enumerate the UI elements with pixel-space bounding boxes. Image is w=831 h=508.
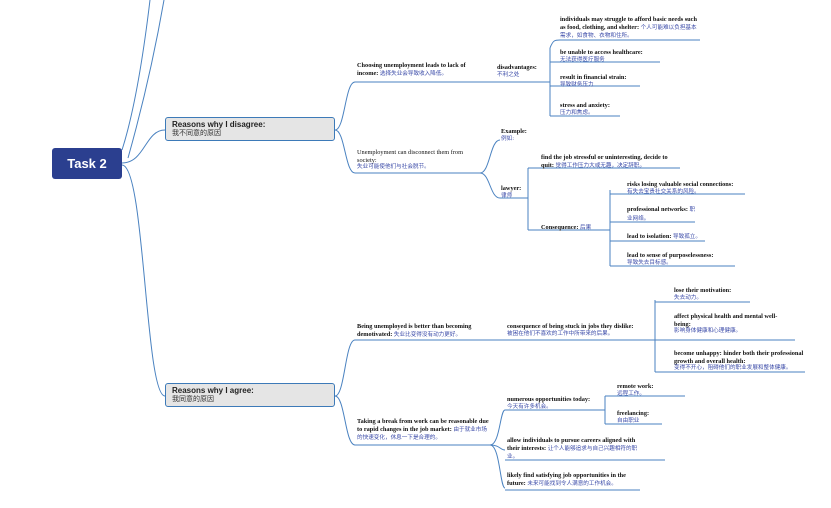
node-demotivated-zh: 失业比变得没有动力更好。 [393, 331, 462, 338]
node-disconnect-en: Unemployment can disconnect them from so… [357, 149, 463, 164]
root-label: Task 2 [67, 156, 107, 171]
node-isolation-zh: 导致孤立。 [673, 234, 701, 240]
node-pursue-careers-zh: 让个人能够追求与自己兴趣相符的职业。 [507, 445, 638, 461]
node-social-connections-zh: 有失去宝贵社交关系的风险。 [627, 188, 700, 195]
node-lack-of-income-en: Choosing unemployment leads to lack of i… [357, 62, 466, 77]
node-opportunities-en: numerous opportunities today: [507, 396, 591, 403]
node-taking-break[interactable]: Taking a break from work can be reasonab… [357, 418, 492, 443]
node-stuck-jobs-en: consequence of being stuck in jobs they … [507, 323, 634, 330]
node-remote-work[interactable]: remote work:远程工作。 [617, 383, 687, 398]
node-lawyer[interactable]: lawyer:律师 [501, 185, 531, 200]
node-healthcare-zh: 无法获得医疗服务 [560, 56, 605, 63]
node-disconnect[interactable]: Unemployment can disconnect them from so… [357, 149, 482, 172]
node-future-jobs-en: likely find satisfying job opportunities… [507, 472, 626, 487]
node-future-jobs[interactable]: likely find satisfying job opportunities… [507, 472, 642, 488]
node-lawyer-en: lawyer: [501, 185, 522, 192]
node-stress-en: stress and anxiety: [560, 102, 610, 109]
node-consequence-en: Consequence: [541, 224, 579, 231]
node-example-zh: 例如: [501, 135, 515, 142]
node-stress[interactable]: stress and anxiety:压力和焦虑。 [560, 102, 630, 117]
node-isolation[interactable]: lead to isolation: 导致孤立。 [627, 233, 712, 242]
node-freelancing[interactable]: freelancing:自由职业 [617, 410, 667, 425]
node-quit[interactable]: find the job stressful or uninteresting,… [541, 154, 681, 170]
branch-disagree[interactable]: Reasons why I disagree: 我不同意的原因 [165, 117, 335, 141]
node-health-zh: 影响身体健康和心理健康。 [674, 328, 742, 335]
node-healthcare[interactable]: be unable to access healthcare:无法获得医疗服务 [560, 49, 670, 64]
node-consequence[interactable]: Consequence: 后果 [541, 224, 611, 233]
node-stuck-jobs-zh: 被困在他们不喜欢的工作中所带来的后果。 [507, 330, 614, 337]
node-remote-work-zh: 远程工作。 [617, 390, 645, 397]
node-taking-break-en: Taking a break from work can be reasonab… [357, 418, 489, 433]
node-future-jobs-zh: 未来可能找到令人满意的工作机会。 [527, 480, 617, 487]
node-health[interactable]: affect physical health and mental well-b… [674, 313, 794, 336]
node-disadvantages[interactable]: disadvantages:不利之处 [497, 64, 547, 79]
node-quit-zh: 觉得工作压力大或无趣，决定辞职。 [555, 162, 646, 169]
node-demotivated-en: Being unemployed is better than becoming… [357, 323, 472, 338]
node-opportunities[interactable]: numerous opportunities today:今天有许多机会。 [507, 396, 607, 411]
node-example[interactable]: Example:例如: [501, 128, 541, 143]
node-consequence-zh: 后果 [580, 225, 592, 231]
node-disconnect-zh: 失业可能使他们与社会脱节。 [357, 164, 430, 171]
node-basic-needs-en: individuals may struggle to afford basic… [560, 16, 697, 31]
node-demotivated[interactable]: Being unemployed is better than becoming… [357, 323, 492, 339]
node-pursue-careers-en: allow individuals to pursue careers alig… [507, 437, 636, 452]
branch-disagree-subtitle: 我不同意的原因 [172, 129, 221, 137]
node-disadvantages-en: disadvantages: [497, 64, 537, 71]
branch-agree-title: Reasons why I agree: [172, 386, 254, 395]
node-social-connections[interactable]: risks losing valuable social connections… [627, 181, 752, 196]
node-unhappy-en: become unhappy: hinder both their profes… [674, 350, 804, 365]
node-example-en: Example: [501, 128, 527, 135]
node-basic-needs-zh: 个人可能难以负担基本需求，如食物、衣物和住所。 [560, 24, 697, 40]
node-quit-en: find the job stressful or uninteresting,… [541, 154, 668, 169]
node-purposelessness-en: lead to sense of purposelessness: [627, 252, 714, 259]
node-taking-break-zh: 由于就业市场的快速变化，休息一下是合理的。 [357, 426, 487, 442]
node-health-en: affect physical health and mental well-b… [674, 313, 778, 328]
node-healthcare-en: be unable to access healthcare: [560, 49, 643, 56]
node-professional-networks-en: professional networks: [627, 206, 688, 213]
node-basic-needs[interactable]: individuals may struggle to afford basic… [560, 16, 702, 41]
node-lose-motivation-zh: 失去动力。 [674, 294, 702, 301]
node-lack-of-income[interactable]: Choosing unemployment leads to lack of i… [357, 62, 472, 78]
node-purposelessness[interactable]: lead to sense of purposelessness:导致失去目标感… [627, 252, 737, 267]
node-lose-motivation-en: lose their motivation: [674, 287, 732, 294]
node-disadvantages-zh: 不利之处 [497, 71, 520, 78]
branch-disagree-title: Reasons why I disagree: [172, 120, 266, 129]
node-freelancing-en: freelancing: [617, 410, 650, 417]
node-social-connections-en: risks losing valuable social connections… [627, 181, 734, 188]
node-stuck-jobs[interactable]: consequence of being stuck in jobs they … [507, 323, 657, 338]
node-unhappy[interactable]: become unhappy: hinder both their profes… [674, 350, 809, 373]
node-professional-networks[interactable]: professional networks: 职业网络。 [627, 206, 697, 223]
node-freelancing-zh: 自由职业 [617, 417, 640, 424]
branch-agree[interactable]: Reasons why I agree: 我同意的原因 [165, 383, 335, 407]
node-unhappy-zh: 变得不开心，阻碍他们的职业发展和整体健康。 [674, 365, 792, 372]
node-lose-motivation[interactable]: lose their motivation:失去动力。 [674, 287, 754, 302]
node-remote-work-en: remote work: [617, 383, 654, 390]
node-pursue-careers[interactable]: allow individuals to pursue careers alig… [507, 437, 647, 462]
branch-agree-subtitle: 我同意的原因 [172, 395, 214, 403]
node-lawyer-zh: 律师 [501, 192, 513, 199]
node-lack-of-income-zh: 选择失业会导致收入降低。 [379, 70, 448, 77]
node-financial-strain-zh: 导致财务压力 [560, 81, 594, 88]
node-isolation-en: lead to isolation: [627, 233, 672, 240]
node-opportunities-zh: 今天有许多机会。 [507, 403, 552, 410]
root-node[interactable]: Task 2 [52, 148, 122, 179]
node-stress-zh: 压力和焦虑。 [560, 109, 594, 116]
node-financial-strain[interactable]: result in financial strain:导致财务压力 [560, 74, 650, 89]
node-purposelessness-zh: 导致失去目标感。 [627, 259, 672, 266]
node-professional-networks-zh: 职业网络。 [627, 207, 696, 222]
node-financial-strain-en: result in financial strain: [560, 74, 627, 81]
